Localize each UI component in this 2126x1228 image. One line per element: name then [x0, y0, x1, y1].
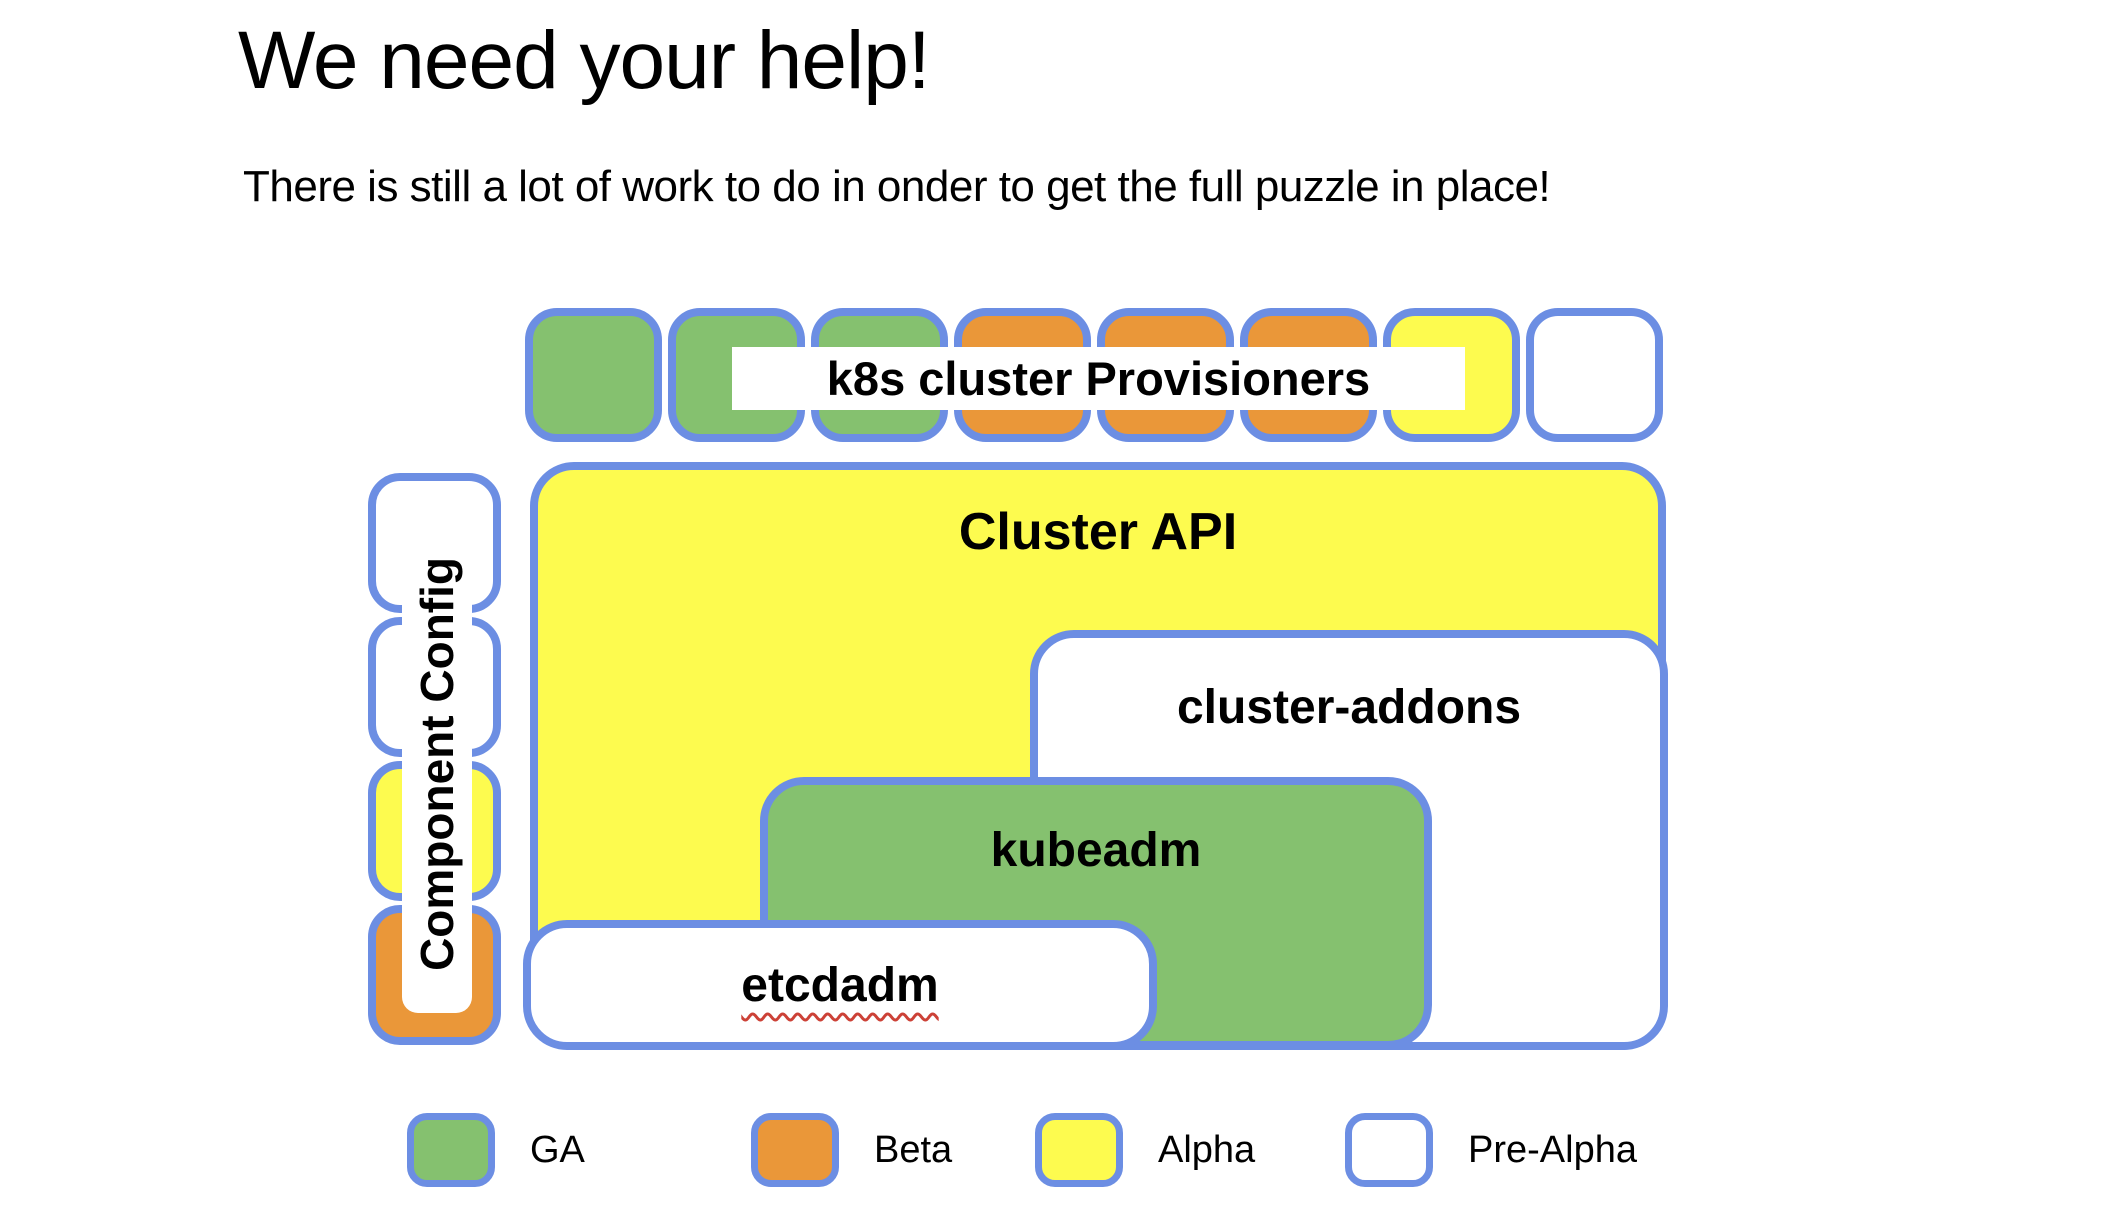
legend-item-alpha: Alpha	[1035, 1113, 1255, 1187]
legend-swatch-ga	[407, 1113, 495, 1187]
subtitle: There is still a lot of work to do in on…	[243, 162, 1551, 211]
provisioners-label: k8s cluster Provisioners	[732, 347, 1465, 410]
legend-item-ga: GA	[407, 1113, 585, 1187]
legend-swatch-beta	[751, 1113, 839, 1187]
block-cluster-api-label: Cluster API	[958, 503, 1238, 561]
legend-label-ga: GA	[530, 1128, 585, 1171]
provisioners-label-text: k8s cluster Provisioners	[826, 352, 1371, 405]
component-config-label-text: Component Config	[411, 557, 463, 971]
block-etcdadm: etcdadm	[523, 920, 1157, 1050]
component-config-label: Component Config	[402, 515, 472, 1013]
block-kubeadm-label: kubeadm	[990, 824, 1202, 877]
puzzle-tile	[525, 308, 662, 442]
legend-item-pre-alpha: Pre-Alpha	[1345, 1113, 1637, 1187]
puzzle-tile	[1526, 308, 1663, 442]
legend-label-beta: Beta	[874, 1128, 953, 1171]
legend-item-beta: Beta	[751, 1113, 952, 1187]
legend-swatch-alpha	[1035, 1113, 1123, 1187]
legend-label-pre-alpha: Pre-Alpha	[1468, 1128, 1637, 1171]
legend-swatch-pre-alpha	[1345, 1113, 1433, 1187]
block-cluster-addons-label: cluster-addons	[1176, 681, 1522, 734]
legend-label-alpha: Alpha	[1158, 1128, 1256, 1171]
page-title: We need your help!	[238, 15, 931, 106]
block-etcdadm-label: etcdadm	[741, 958, 939, 1012]
